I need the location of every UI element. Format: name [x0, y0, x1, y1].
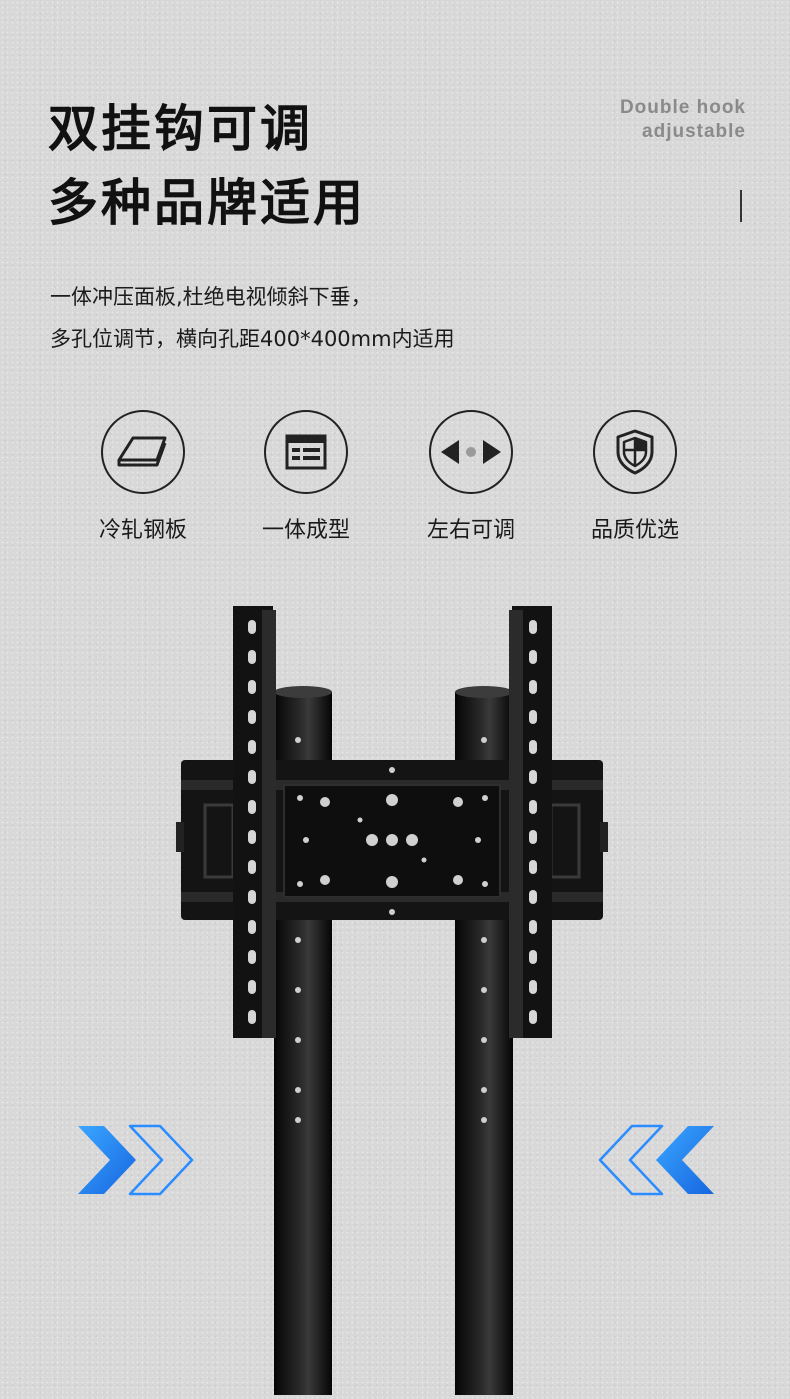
english-title-line-1: Double hook — [619, 97, 746, 118]
english-title: Double hook adjustable — [620, 96, 746, 144]
tv-mount-product-image — [0, 600, 790, 1395]
vertical-divider — [740, 190, 742, 222]
left-right-arrows-icon — [429, 410, 513, 494]
feature-label: 冷轧钢板 — [98, 518, 187, 543]
feature-label: 一体成型 — [261, 518, 350, 543]
headline: 双挂钩可调 多种品牌适用 — [48, 92, 366, 240]
feature-one-piece-molding: 一体成型 — [221, 410, 391, 544]
chevron-right-icon — [78, 1124, 194, 1196]
chevron-left-icon — [598, 1124, 714, 1196]
feature-list: 冷轧钢板 一体成型 左右可调 — [58, 410, 738, 560]
feature-label: 品质优选 — [590, 518, 679, 543]
feature-quality-choice: 品质优选 — [550, 410, 720, 544]
description-line-2: 多孔位调节，横向孔距400*400mm内适用 — [50, 327, 455, 351]
hook-arm-right — [509, 606, 552, 1038]
feature-left-right-adjustable: 左右可调 — [386, 410, 556, 544]
hook-arm-left — [233, 606, 276, 1038]
english-title-line-2: adjustable — [642, 121, 746, 142]
steel-plate-icon — [101, 410, 185, 494]
feature-cold-rolled-steel: 冷轧钢板 — [58, 410, 228, 544]
description-line-1: 一体冲压面板,杜绝电视倾斜下垂， — [50, 285, 372, 309]
feature-label: 左右可调 — [426, 518, 515, 543]
shield-icon — [593, 410, 677, 494]
panel-window-icon — [264, 410, 348, 494]
headline-line-2: 多种品牌适用 — [48, 174, 366, 232]
headline-line-1: 双挂钩可调 — [48, 100, 313, 158]
plate-holes — [297, 767, 488, 915]
description: 一体冲压面板,杜绝电视倾斜下垂， 多孔位调节，横向孔距400*400mm内适用 — [50, 276, 455, 360]
